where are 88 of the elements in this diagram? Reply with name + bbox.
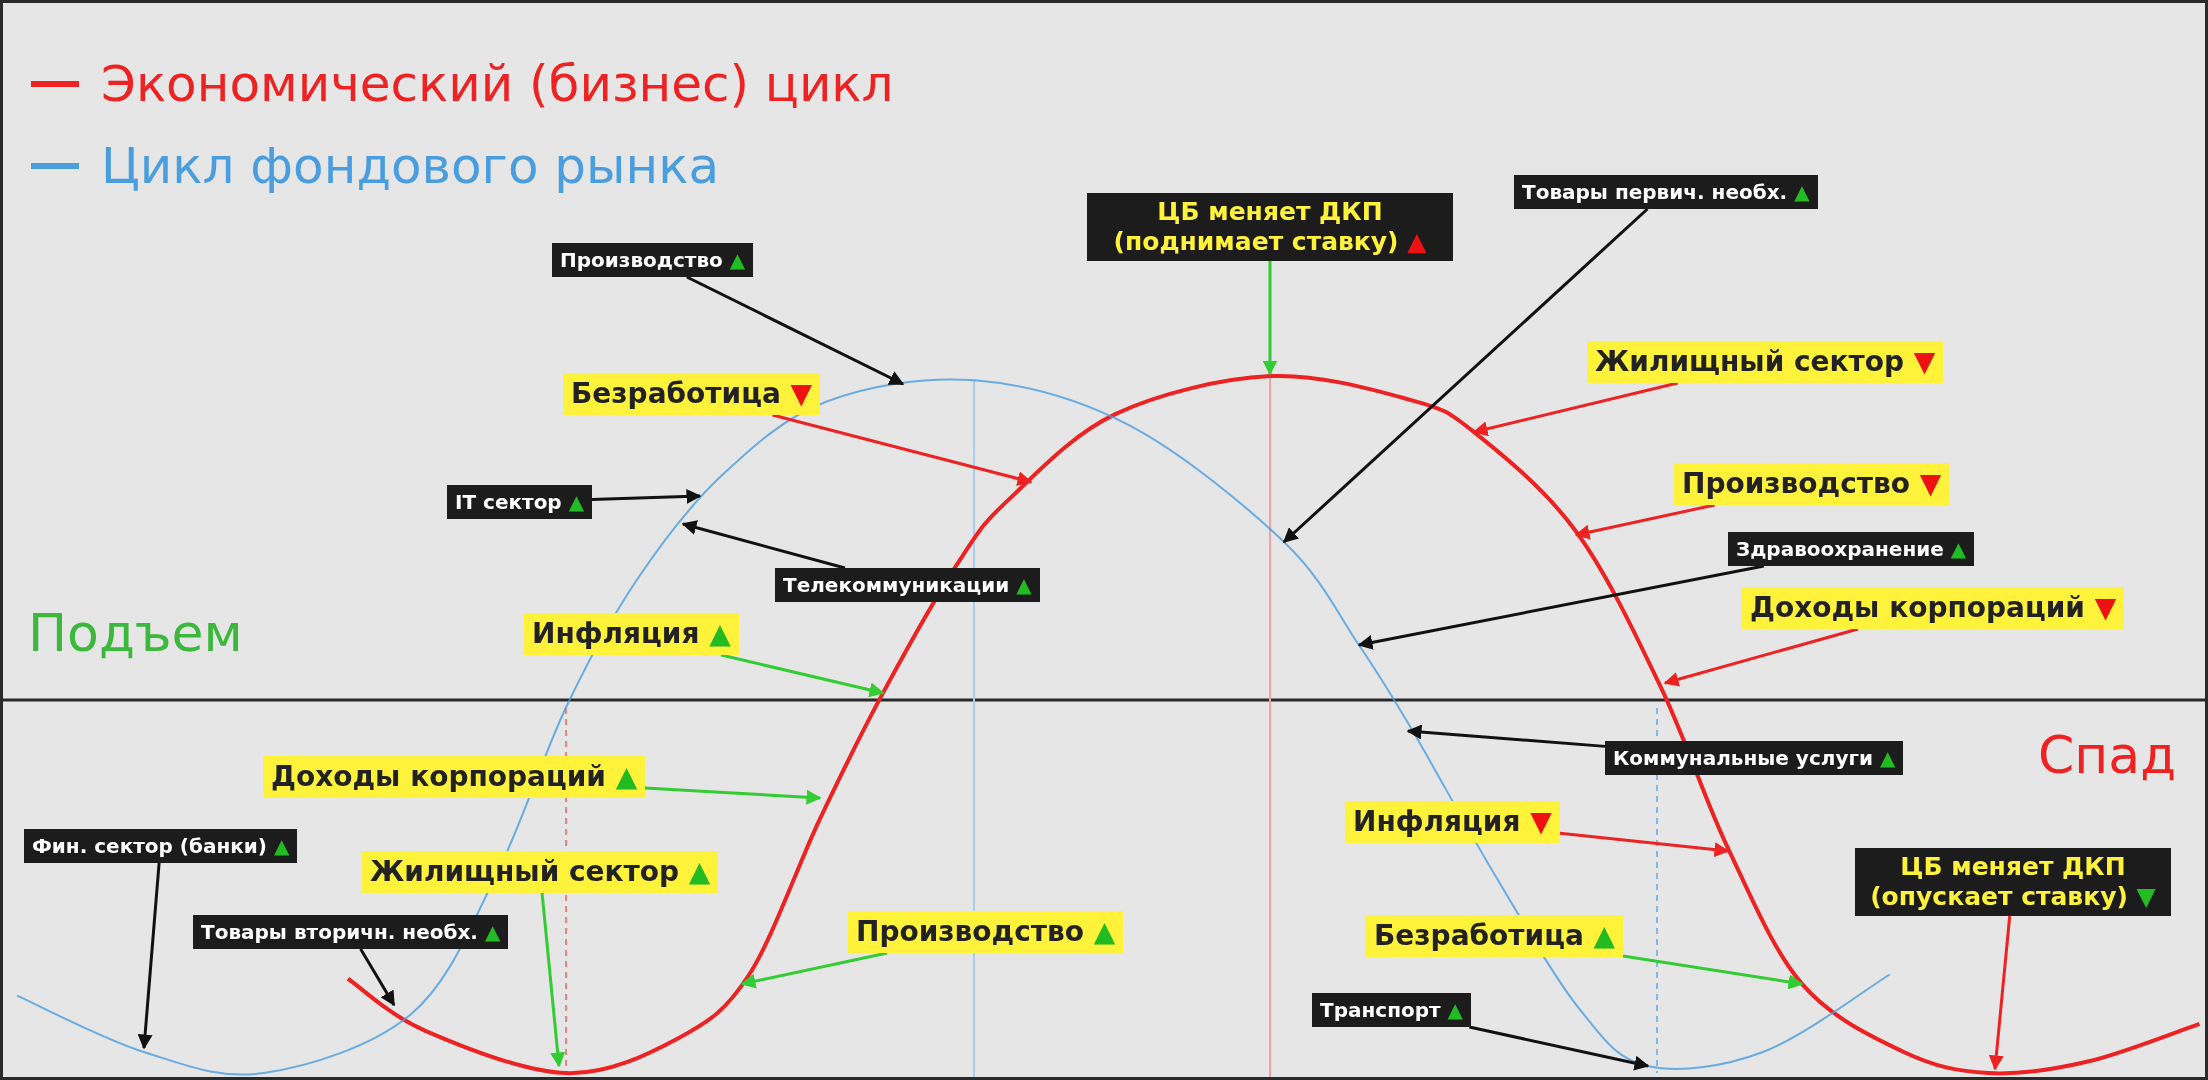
trend-marker: ▲ (1447, 998, 1463, 1022)
tag-text: Доходы корпораций (271, 760, 606, 793)
tag-text: ЦБ меняет ДКП (поднимает ставку) (1113, 197, 1399, 256)
tag-text: Транспорт (1320, 998, 1441, 1022)
trend-marker: ▲ (1093, 915, 1116, 948)
arrow (1282, 207, 1649, 544)
indicator-tag (1587, 341, 1944, 383)
tag-text: Безработица (571, 377, 781, 410)
tag-text: Жилищный сектор (370, 855, 680, 888)
arrow (681, 520, 846, 570)
sector-tag (1514, 175, 1818, 209)
trend-marker: ▼ (1919, 467, 1942, 500)
arrow (1406, 724, 1606, 748)
sector-tag (552, 243, 754, 277)
trend-marker: ▲ (1794, 180, 1810, 204)
arrow (1622, 954, 1804, 990)
tag-text: Безработица (1374, 919, 1584, 952)
indicator-tag (1742, 587, 2125, 629)
tag-text: ЦБ меняет ДКП (опускает ставку) (1870, 852, 2128, 911)
trend-marker: ▼ (1530, 805, 1552, 838)
sector-tag (193, 915, 509, 949)
tag-text: Производство (1682, 467, 1910, 500)
arrow (1357, 564, 1765, 650)
phase-label: Подъем (28, 603, 243, 663)
indicator-tag (1674, 463, 1950, 505)
sector-tag (24, 829, 298, 863)
indicator-tag (263, 756, 646, 798)
arrow (540, 892, 566, 1068)
arrow (359, 948, 396, 1007)
trend-marker: ▲ (688, 855, 711, 888)
arrow (1988, 915, 2012, 1071)
legend-text: Цикл фондового рынка (101, 137, 720, 195)
trend-marker: ▲ (1593, 919, 1616, 952)
arrow (137, 862, 161, 1050)
tag-text: Производство (856, 915, 1084, 948)
trend-marker: ▲ (1879, 746, 1896, 770)
tag-text: Товары вторичн. необх. (201, 920, 478, 944)
arrow (1663, 627, 1859, 687)
arrow (1262, 261, 1278, 376)
trend-marker: ▲ (1950, 537, 1967, 561)
tag-text: Фин. сектор (банки) (32, 834, 267, 858)
tag-text: Товары первич. необх. (1522, 180, 1788, 204)
indicator-tag (1366, 915, 1624, 957)
arrow (686, 275, 905, 386)
sector-tag (1728, 532, 1975, 566)
arrow (772, 413, 1033, 486)
arrow (740, 951, 888, 989)
tag-text: Инфляция (532, 617, 700, 650)
arrow (1559, 831, 1730, 858)
trend-marker: ▲ (568, 490, 585, 514)
arrow (1574, 503, 1715, 540)
central-bank-tag (1087, 193, 1453, 261)
tag-text: Телекоммуникации (783, 573, 1010, 597)
trend-marker: ▲ (484, 920, 501, 944)
sector-tag (775, 568, 1040, 602)
indicator-tag (848, 911, 1124, 953)
arrow (720, 653, 885, 698)
tag-text: Здравоохранение (1736, 537, 1944, 561)
indicator-tag (524, 613, 739, 655)
indicator-tag (563, 373, 821, 415)
arrow (591, 488, 702, 504)
tag-text: Инфляция (1353, 805, 1521, 838)
trend-marker: ▲ (1407, 227, 1427, 256)
legend-text: Экономический (бизнес) цикл (101, 55, 894, 113)
tag-text: Жилищный сектор (1595, 345, 1905, 378)
tag-text: Коммунальные услуги (1613, 746, 1873, 770)
trend-marker: ▼ (2136, 882, 2156, 911)
sector-tag (447, 485, 593, 519)
trend-marker: ▼ (790, 377, 813, 410)
trend-marker: ▲ (273, 834, 290, 858)
arrow (1472, 381, 1679, 437)
indicator-tag (362, 851, 719, 893)
tag-text: Производство (560, 248, 723, 272)
trend-marker: ▼ (1913, 345, 1936, 378)
trend-marker: ▲ (615, 760, 638, 793)
tag-text: Доходы корпораций (1750, 591, 2085, 624)
trend-marker: ▼ (2094, 591, 2117, 624)
central-bank-tag (1855, 848, 2171, 916)
arrow (1469, 1025, 1650, 1071)
indicator-tag (1345, 801, 1560, 843)
trend-marker: ▲ (1016, 573, 1032, 597)
sector-tag (1605, 741, 1904, 775)
phase-label: Спад (2038, 725, 2177, 785)
tag-text: IT сектор (455, 490, 562, 514)
trend-marker: ▲ (709, 617, 731, 650)
arrow (644, 786, 822, 805)
sector-tag (1312, 993, 1471, 1027)
trend-marker: ▲ (729, 248, 746, 272)
